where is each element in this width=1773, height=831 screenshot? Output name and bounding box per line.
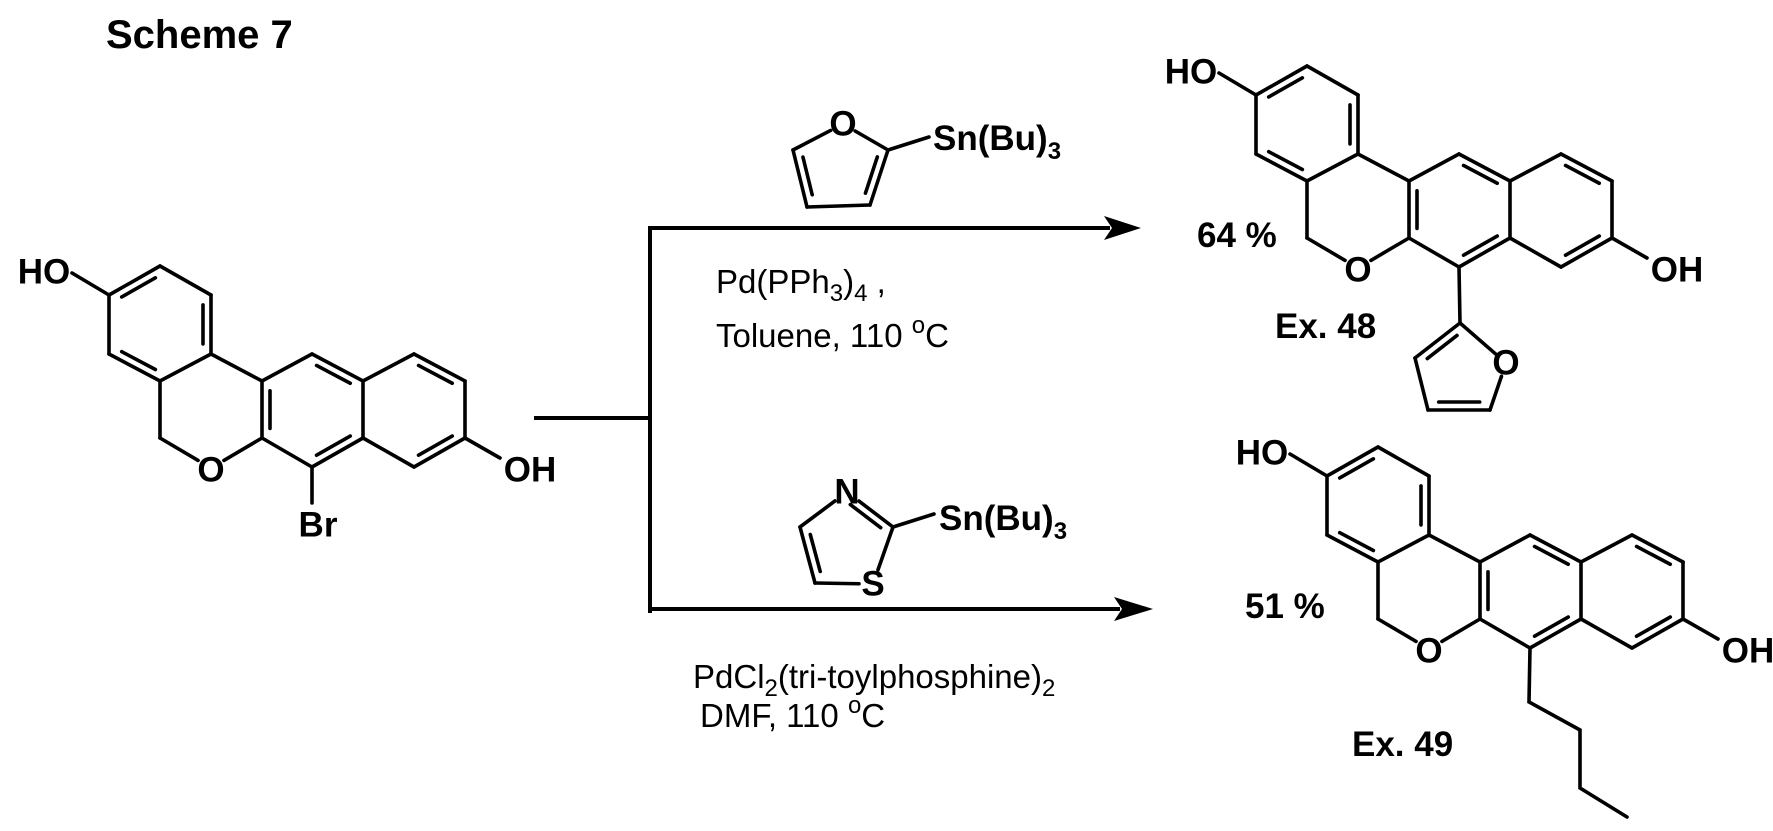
ring-bond (800, 501, 835, 527)
ring-bond (160, 354, 211, 381)
ring-bond (1581, 535, 1632, 562)
ring-bond (211, 354, 262, 381)
double-bond (1637, 617, 1671, 636)
hydroxyl-label: HO (1236, 434, 1289, 473)
double-bond (419, 436, 453, 455)
ring-bond (1358, 154, 1409, 181)
double-bond (317, 436, 351, 455)
ether-bond (1442, 619, 1480, 641)
double-bond (1464, 236, 1498, 255)
double-bond (317, 365, 351, 383)
ring-bond (793, 130, 831, 150)
reagent-thiazole-stannane: N S Sn(Bu)3 (800, 473, 1067, 604)
furyl-substituent-bonds (1415, 267, 1501, 410)
yield-ex-49: 51 % (1245, 587, 1325, 626)
ring-bond (1480, 535, 1530, 562)
ring-bond (855, 131, 888, 150)
conditions-2-text: DMF, 110 oC (700, 692, 885, 734)
double-bond (419, 365, 453, 383)
double-bond (1566, 236, 1600, 255)
double-bond (1269, 152, 1303, 170)
stannane-label: Sn(Bu)3 (933, 119, 1061, 165)
furan-oxygen-label: O (1492, 344, 1519, 383)
double-bond (1535, 617, 1569, 636)
ring-bond (1429, 535, 1480, 562)
ring-bond (878, 527, 893, 570)
thiazole-nitrogen-label: N (834, 473, 859, 512)
double-bond (1535, 546, 1569, 564)
hydroxyl-label: OH (504, 451, 557, 490)
ring-bond (1409, 154, 1459, 181)
ring-bond (1307, 66, 1358, 95)
compound-label-ex-48: Ex. 48 (1275, 307, 1376, 346)
furan-ring-bonds (793, 130, 929, 207)
ring-bond (1510, 154, 1561, 181)
ether-bond (160, 438, 198, 460)
scheme-title: Scheme 7 (106, 13, 293, 57)
ring-bond (870, 150, 888, 205)
stannyl-bond (888, 137, 929, 150)
ring-bond (800, 527, 815, 583)
hydroxyl-label: OH (1651, 251, 1704, 290)
starting-material: HO OH O Br (18, 253, 557, 545)
ring-bond (363, 438, 414, 467)
ring-bond (1409, 238, 1459, 267)
double-bond (1566, 165, 1600, 183)
hydroxyl-bond (1290, 454, 1327, 476)
thiazole-sulfur-label: S (861, 565, 884, 604)
product-1-bonds (1219, 66, 1647, 267)
hydroxyl-bond (1683, 619, 1718, 639)
starting-material-bonds (72, 266, 500, 467)
double-bond (1340, 459, 1374, 478)
ring-bond (815, 583, 859, 584)
hydroxyl-bond (72, 273, 109, 295)
butyl-chain (1529, 648, 1627, 817)
ether-bond (1371, 238, 1409, 260)
hydroxyl-bond (1612, 238, 1647, 258)
ring-bond (1480, 619, 1530, 648)
ether-bond (224, 438, 262, 460)
hydroxyl-label: HO (18, 253, 71, 292)
ring-bond (160, 266, 211, 295)
double-bond (1269, 78, 1303, 97)
hydroxyl-bond (465, 438, 500, 458)
hydroxyl-label: HO (1165, 53, 1218, 92)
reagent-furan-stannane: O Sn(Bu)3 (793, 105, 1061, 208)
ring-bond (1581, 619, 1632, 648)
compound-label-ex-49: Ex. 49 (1352, 725, 1453, 764)
ring-bond (1378, 447, 1429, 476)
ring-bond (262, 354, 312, 381)
double-bond (1464, 165, 1498, 183)
stannane-label: Sn(Bu)3 (939, 499, 1067, 545)
double-bond (1340, 533, 1374, 551)
ring-bond (1307, 154, 1358, 181)
ring-oxygen-label: O (1415, 632, 1442, 671)
ring-bond (1378, 535, 1429, 562)
ether-bond (1307, 238, 1345, 260)
bromine-label: Br (299, 506, 338, 545)
conditions-1-text: Toluene, 110 oC (716, 312, 949, 354)
hydroxyl-label: OH (1722, 632, 1773, 671)
double-bond (122, 352, 156, 370)
catalyst-1-text: Pd(PPh3)4 , (716, 263, 886, 307)
catalyst-2-text: PdCl2(tri-toylphosphine)2 (693, 658, 1055, 702)
ring-bond (262, 438, 312, 467)
ring-bond (1510, 238, 1561, 267)
ether-bond (1378, 619, 1416, 641)
ring-bond (363, 354, 414, 381)
product-2-bonds (1290, 447, 1718, 648)
hydroxyl-bond (1219, 73, 1256, 95)
double-bond (122, 278, 156, 297)
yield-ex-48: 64 % (1197, 216, 1277, 255)
ring-bond (1415, 358, 1428, 410)
double-bond (1637, 546, 1671, 564)
stannyl-bond (893, 514, 934, 527)
ring-bond (807, 205, 870, 207)
ring-oxygen-label: O (197, 451, 224, 490)
ring-oxygen-label: O (1344, 251, 1371, 290)
ring-bond (1460, 323, 1495, 354)
furan-oxygen-label: O (829, 105, 856, 144)
furyl-bond (1459, 267, 1460, 323)
